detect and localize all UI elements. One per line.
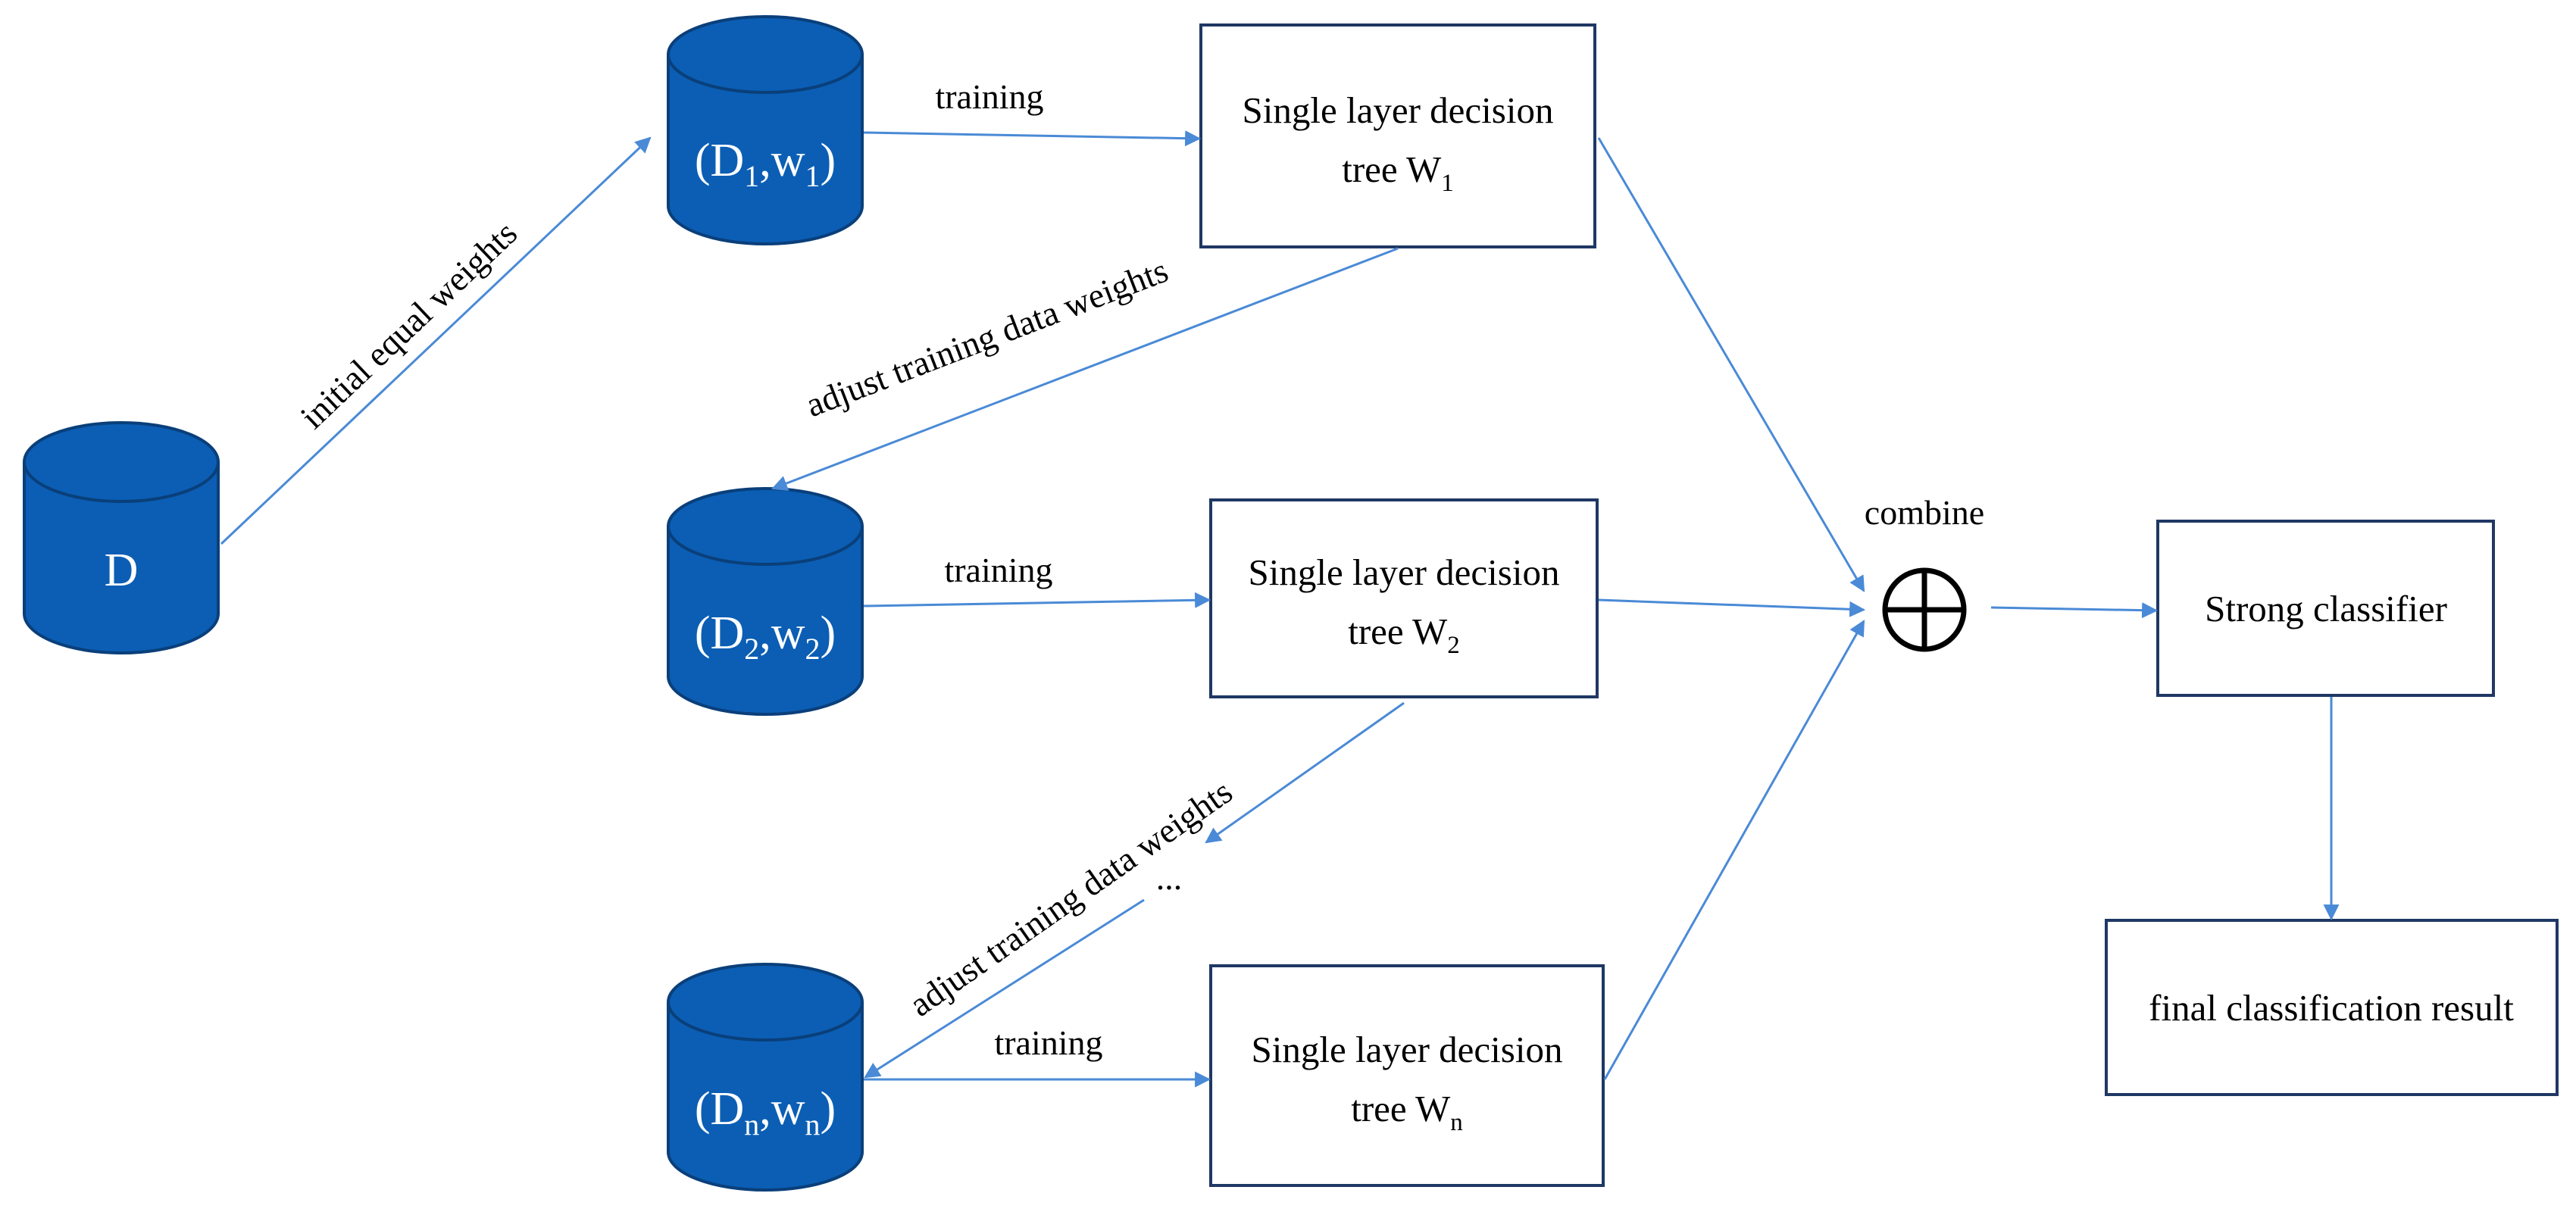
cylinder-body xyxy=(667,1002,864,1192)
edges xyxy=(220,130,2340,1088)
dataset-2-cylinder: (D2,w2) xyxy=(667,487,864,716)
edge-d2-to-tree2 xyxy=(863,592,1211,608)
tree-box-line1: Single layer decision xyxy=(1249,551,1560,593)
tree-box-outline xyxy=(1209,964,1605,1187)
training-label-2: training xyxy=(944,551,1052,589)
dataset-label-base: (D xyxy=(695,135,744,186)
edge-tree1-to-combine xyxy=(1597,137,1865,592)
dataset-n-label: (Dn,wn) xyxy=(695,1083,836,1142)
cylinder-body xyxy=(23,462,220,654)
final-result-outline xyxy=(2105,919,2559,1096)
tree-box-line1: Single layer decision xyxy=(1243,89,1554,131)
strong-classifier-label: Strong classifier xyxy=(2205,588,2447,629)
cylinder-body xyxy=(667,55,864,245)
combine-label: combine xyxy=(1865,493,1984,532)
edge-tree1-to-d2 xyxy=(771,247,1399,492)
tree-box-line2: tree W2 xyxy=(1348,611,1460,659)
dataset-label-close: ) xyxy=(821,135,836,186)
edge-d-to-d1 xyxy=(220,136,652,545)
edge-d1-to-tree1 xyxy=(863,130,1202,147)
dataset-1-cylinder: (D1,w1) xyxy=(667,15,864,245)
dataset-d-label: D xyxy=(105,545,139,596)
final-result-box: final classification result xyxy=(2105,919,2559,1096)
dataset-label-base: (D xyxy=(695,1083,744,1135)
tree-box-line2: tree Wn xyxy=(1351,1088,1463,1136)
dataset-label-separator: ,w xyxy=(759,608,805,659)
edge-treen-to-combine xyxy=(1603,620,1865,1080)
adjust-weights-label-1: adjust training data weights xyxy=(801,251,1174,424)
dataset-label-subscript: 2 xyxy=(805,632,821,666)
cylinder-top xyxy=(667,963,864,1042)
dataset-label-subscript: 1 xyxy=(744,159,759,193)
adjust-weights-label-2: adjust training data weights xyxy=(902,772,1240,1024)
training-label-n: training xyxy=(994,1023,1102,1062)
dataset-1-label: (D1,w1) xyxy=(695,135,836,193)
combine-node: combine xyxy=(1865,493,1984,652)
tree-box-name: tree W xyxy=(1342,148,1442,190)
edge-tree2-to-ellipsis xyxy=(1205,701,1405,844)
dataset-label-close: ) xyxy=(821,1083,836,1135)
dataset-label-subscript: n xyxy=(744,1107,759,1142)
dataset-label-separator: ,w xyxy=(759,135,805,186)
dataset-label-separator: ,w xyxy=(759,1083,805,1135)
tree-2-box: Single layer decision tree W2 xyxy=(1209,498,1599,698)
final-result-label: final classification result xyxy=(2149,987,2514,1029)
tree-1-box: Single layer decision tree W1 xyxy=(1199,23,1596,248)
ellipsis-label: ... xyxy=(1156,858,1183,897)
dataset-n-cylinder: (Dn,wn) xyxy=(667,963,864,1192)
tree-box-line1: Single layer decision xyxy=(1252,1029,1563,1070)
dataset-label-close: ) xyxy=(821,608,836,659)
cylinder-top xyxy=(23,421,220,503)
training-label-1: training xyxy=(935,77,1043,116)
edge-ellipsis-to-dn xyxy=(864,898,1145,1079)
edge-tree2-to-combine xyxy=(1598,598,1866,617)
dataset-2-label: (D2,w2) xyxy=(695,608,836,666)
tree-box-subscript: 1 xyxy=(1441,170,1454,197)
cylinder-body xyxy=(667,526,864,716)
initial-weights-label: initial equal weights xyxy=(292,214,524,436)
dataset-d-cylinder: D xyxy=(23,421,220,654)
tree-box-subscript: 2 xyxy=(1447,632,1460,659)
tree-n-box: Single layer decision tree Wn xyxy=(1209,964,1605,1187)
strong-classifier-box: Strong classifier xyxy=(2156,520,2495,697)
tree-box-outline xyxy=(1199,23,1596,248)
dataset-label-subscript: 1 xyxy=(805,159,821,193)
tree-box-line2: tree W1 xyxy=(1342,148,1454,197)
tree-box-name: tree W xyxy=(1351,1088,1451,1129)
cylinder-top xyxy=(667,15,864,94)
dataset-label-subscript: 2 xyxy=(744,632,759,666)
tree-box-name: tree W xyxy=(1348,611,1448,652)
dataset-label-subscript: n xyxy=(805,1107,821,1142)
tree-box-outline xyxy=(1209,498,1599,698)
tree-box-subscript: n xyxy=(1450,1109,1463,1136)
edge-combine-to-strong xyxy=(1990,602,2159,619)
dataset-label-base: (D xyxy=(695,608,744,659)
cylinder-top xyxy=(667,487,864,566)
